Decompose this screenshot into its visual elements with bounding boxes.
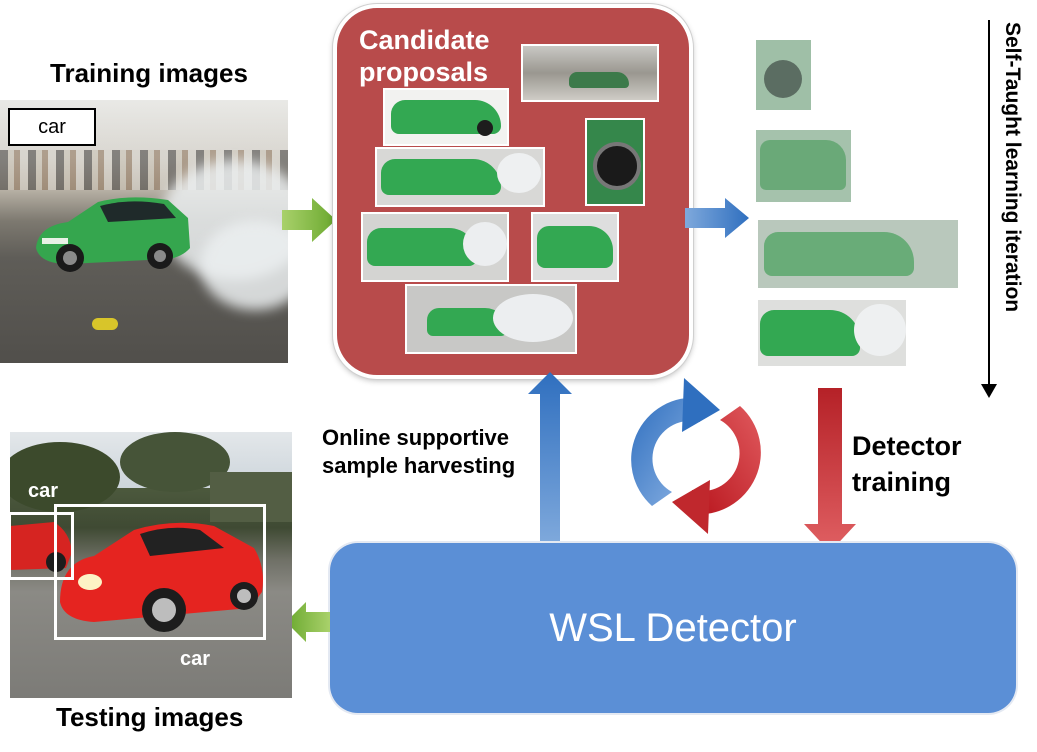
training-image: car — [0, 100, 288, 363]
green-arrow-right-icon — [282, 198, 336, 242]
cone-marker — [92, 318, 118, 330]
iteration-label-container: Self-Taught learning iteration — [994, 22, 1024, 372]
self-taught-iteration-label: Self-Taught learning iteration — [1001, 22, 1024, 313]
down-arrow-icon — [981, 20, 997, 398]
detection-box-small — [10, 512, 74, 580]
online-harvesting-label: Online supportive sample harvesting — [322, 424, 515, 480]
green-race-car — [36, 197, 190, 272]
proposal-thumbnail — [585, 118, 645, 206]
online-harvesting-line2: sample harvesting — [322, 453, 516, 478]
selected-sample-crop — [758, 220, 958, 288]
proposal-thumbnail — [405, 284, 577, 354]
proposals-title-line1: Candidate — [359, 25, 490, 55]
testing-images-title: Testing images — [56, 702, 244, 732]
proposals-title-line2: proposals — [359, 57, 489, 87]
detector-training-line2: training — [852, 467, 951, 497]
red-arrow-down-icon — [804, 388, 856, 552]
selected-sample-crop — [758, 300, 906, 366]
green-arrow-left-icon — [286, 602, 330, 642]
detector-training-label: Detector training — [852, 428, 962, 500]
detection-box-large — [54, 504, 266, 640]
smoke-cloud — [200, 220, 288, 310]
detection-label-top: car — [28, 480, 59, 502]
selected-sample-crop — [756, 130, 851, 202]
red-sports-car — [60, 522, 263, 632]
blue-arrow-up-icon — [528, 372, 572, 544]
blue-arrow-right-icon — [685, 198, 749, 238]
detection-label-bottom: car — [180, 648, 211, 670]
selected-sample-crop — [756, 40, 811, 110]
testing-image: car car — [10, 432, 292, 698]
online-harvesting-line1: Online supportive — [322, 425, 510, 450]
candidate-proposals-panel: Candidate proposals — [333, 4, 693, 379]
proposal-thumbnail — [383, 88, 509, 146]
training-car-label: car — [8, 108, 96, 146]
proposal-thumbnail — [361, 212, 509, 282]
proposal-thumbnail — [375, 147, 545, 207]
cycle-arrows-icon — [631, 378, 761, 534]
training-images-title: Training images — [50, 58, 248, 88]
proposal-thumbnail — [531, 212, 619, 282]
proposal-thumbnail — [521, 44, 659, 102]
wsl-detector-block: WSL Detector — [330, 543, 1016, 713]
detector-training-line1: Detector — [852, 431, 962, 461]
